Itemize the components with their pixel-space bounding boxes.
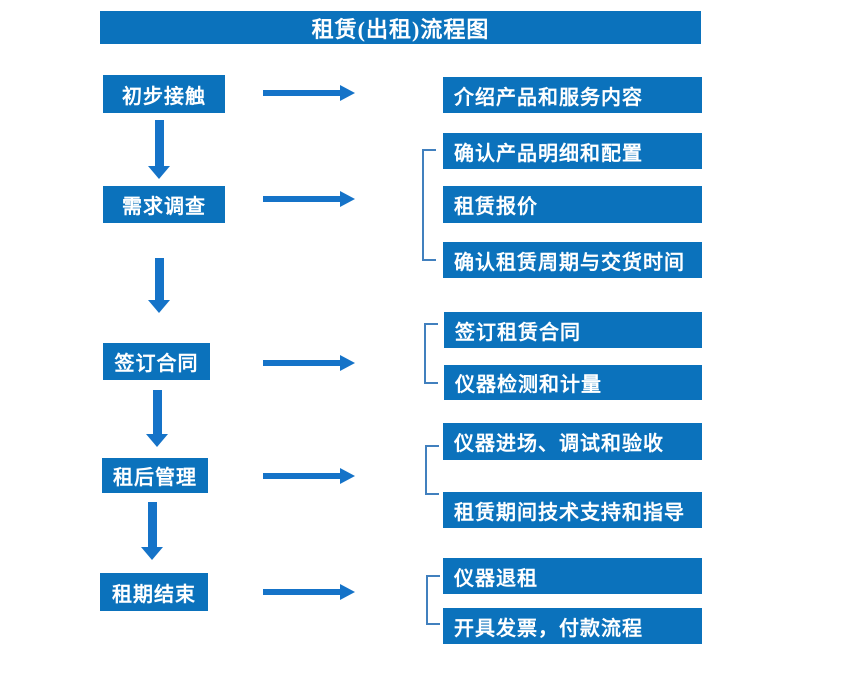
output-box-rental-quotation: 租赁报价	[443, 186, 702, 223]
arrow-head	[148, 300, 170, 313]
arrow-right-icon-1	[263, 191, 355, 207]
arrow-down-icon-2	[146, 390, 168, 447]
arrow-down-icon-0	[148, 120, 170, 179]
output-box-sign-rental-contract: 签订租赁合同	[444, 312, 702, 348]
stage-box-sign-contract: 签订合同	[103, 343, 210, 380]
output-box-invoice-payment: 开具发票，付款流程	[443, 608, 702, 644]
arrow-shaft	[263, 473, 340, 479]
arrow-shaft	[154, 258, 164, 300]
stage-box-post-rental-management: 租后管理	[102, 458, 208, 493]
stage-box-initial-contact: 初步接触	[103, 75, 225, 113]
stage-box-demand-survey: 需求调查	[103, 186, 225, 223]
arrow-head	[146, 434, 168, 447]
arrow-head	[148, 166, 170, 179]
arrow-head	[340, 191, 355, 207]
output-box-instrument-testing: 仪器检测和计量	[444, 365, 702, 400]
stage-box-rental-end: 租期结束	[100, 573, 208, 611]
output-box-technical-support: 租赁期间技术支持和指导	[443, 492, 702, 528]
arrow-shaft	[263, 360, 340, 366]
arrow-down-icon-1	[148, 258, 170, 313]
group-bracket-demand-survey	[422, 149, 436, 261]
output-box-confirm-period-delivery: 确认租赁周期与交货时间	[443, 242, 702, 278]
arrow-right-icon-0	[263, 85, 355, 101]
output-box-introduce-products: 介绍产品和服务内容	[443, 77, 702, 113]
output-box-instrument-return: 仪器退租	[443, 558, 702, 594]
arrow-shaft	[263, 589, 340, 595]
arrow-shaft	[154, 120, 164, 166]
arrow-shaft	[263, 196, 340, 202]
arrow-head	[340, 85, 355, 101]
output-box-confirm-product-details: 确认产品明细和配置	[443, 133, 702, 169]
arrow-shaft	[263, 90, 340, 96]
arrow-right-icon-4	[263, 584, 355, 600]
arrow-right-icon-3	[263, 468, 355, 484]
group-bracket-sign-contract	[424, 323, 438, 384]
output-box-instrument-entry-acceptance: 仪器进场、调试和验收	[443, 423, 702, 460]
arrow-down-icon-3	[141, 502, 163, 560]
group-bracket-rental-end	[426, 575, 440, 625]
arrow-shaft	[147, 502, 157, 547]
arrow-shaft	[152, 390, 162, 434]
flowchart-title: 租赁(出租)流程图	[100, 11, 701, 44]
arrow-head	[340, 355, 355, 371]
arrow-right-icon-2	[263, 355, 355, 371]
group-bracket-post-rental	[425, 445, 439, 495]
arrow-head	[340, 468, 355, 484]
arrow-head	[141, 547, 163, 560]
arrow-head	[340, 584, 355, 600]
